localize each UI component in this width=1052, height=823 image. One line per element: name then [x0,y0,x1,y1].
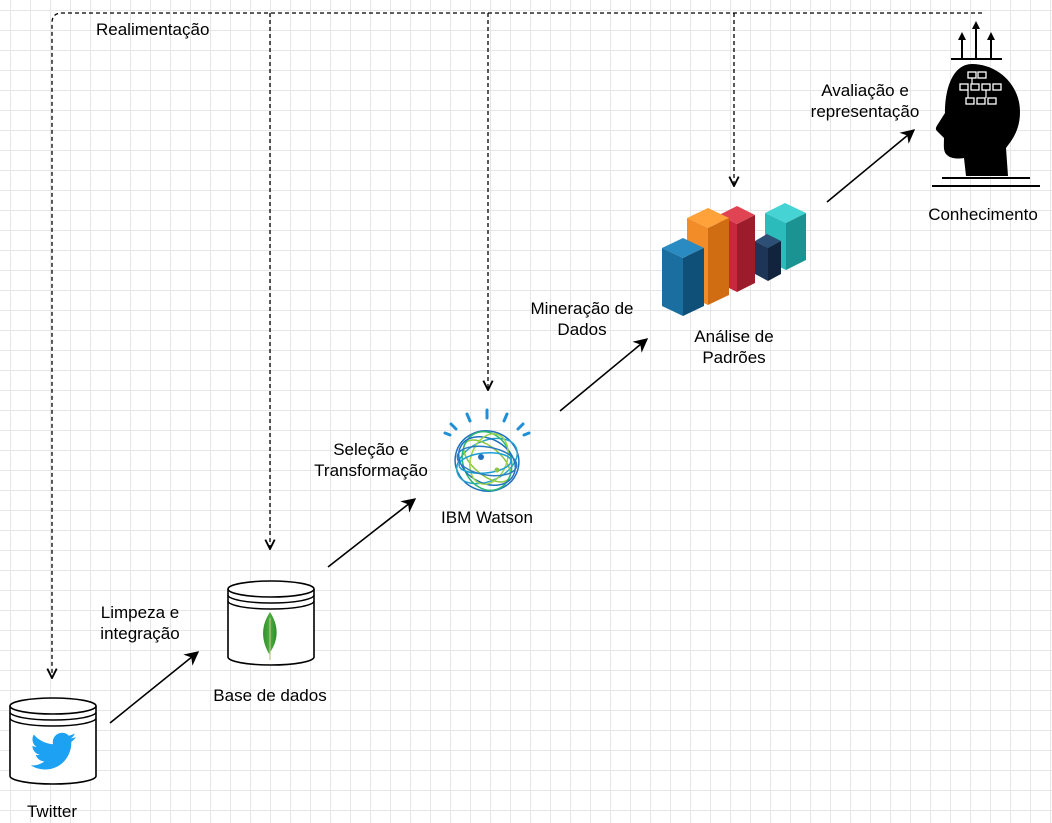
bar-blue [662,238,704,316]
arrow-mining [559,338,649,412]
knowledge-label: Conhecimento [928,205,1038,224]
bar-chart-3d-icon [662,203,806,316]
ibm-watson-globe-icon [443,408,531,492]
database-cylinder [227,580,315,666]
twitter-cylinder [9,697,97,785]
step-evaluation-label: Avaliação e representação [802,80,928,122]
feedback-connector [52,12,982,678]
step-selection-line2: Transformação [314,461,428,480]
twitter-label: Twitter [26,802,78,821]
twitter-bird-icon [30,732,76,770]
step-selection-line1: Seleção e [333,440,409,459]
step-mining-line1: Mineração de [530,299,634,318]
step-mining-label: Mineração de Dados [522,298,642,340]
patterns-label-line1: Análise de [694,327,774,346]
arrow-selection [327,498,417,568]
step-mining-line2: Dados [557,320,607,339]
patterns-label: Análise de Padrões [678,326,790,368]
step-evaluation-line2: representação [810,102,920,121]
bar-navy [755,234,781,281]
step-evaluation-line1: Avaliação e [821,81,909,100]
database-label: Base de dados [213,686,327,705]
arrow-evaluation [826,129,916,203]
arrow-cleaning [109,651,200,724]
patterns-label-line2: Padrões [702,348,766,367]
head-brain-icon [932,21,1040,187]
feedback-to-twitter-line [52,12,982,678]
step-cleaning-label: Limpeza e integração [90,602,190,644]
step-selection-label: Seleção e Transformação [308,439,434,481]
step-cleaning-line2: integração [100,624,180,643]
step-cleaning-line1: Limpeza e [100,603,180,622]
watson-label: IBM Watson [441,508,533,527]
mongodb-leaf-icon [263,612,277,660]
feedback-label: Realimentação [96,20,210,39]
